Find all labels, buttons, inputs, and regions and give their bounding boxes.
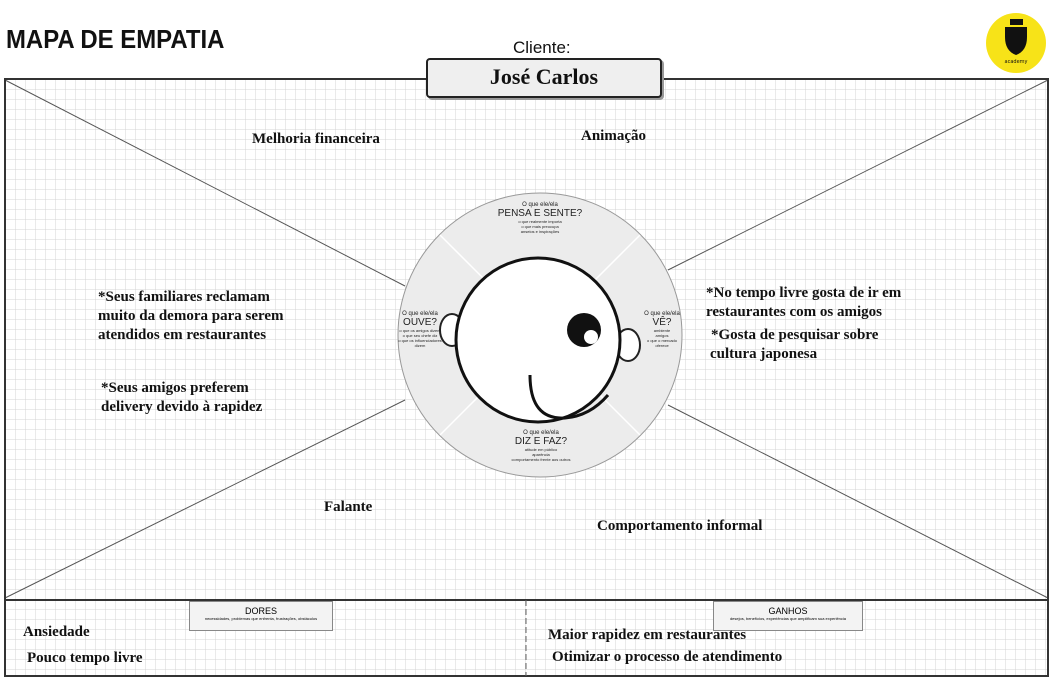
thinks-heading: PENSA E SENTE? (497, 208, 583, 219)
thinks-prefix: O que ele/ela (522, 202, 558, 208)
gains-heading: GANHOS (768, 606, 808, 616)
gain-item: Maior rapidez em restaurantes (548, 627, 747, 643)
pains-subtitle: necessidades, problemas que enfrenta, fr… (204, 616, 318, 621)
hears-line: o que os influenciadores dizem (398, 338, 442, 348)
note-melhoria: Melhoria financeira (252, 131, 380, 147)
pains-heading: DORES (244, 606, 277, 616)
client-label: Cliente: (513, 38, 571, 57)
face-icon (439, 256, 641, 424)
says-does-label: O que ele/ela DIZ E FAZ? atitude em públ… (486, 430, 596, 462)
hears-prefix: O que ele/ela (402, 311, 438, 317)
diagonal-lines (4, 79, 1049, 599)
hears-line: o que os amigos dizem (399, 328, 441, 333)
note-sees-2: *Gosta de pesquisar sobre cultura japone… (710, 327, 879, 362)
sees-heading: VÊ? (652, 317, 672, 328)
says-line: aparência (532, 452, 550, 457)
sees-line: o que o mercado oferece (646, 338, 678, 348)
note-comportamento: Comportamento informal (597, 518, 763, 534)
note-animacao: Animação (581, 128, 646, 144)
gain-item: Otimizar o processo de atendimento (552, 649, 783, 665)
thinks-line: o que mais preocupa (521, 224, 559, 229)
logo-text: academy (1005, 59, 1028, 65)
hears-line: o que seu chefe diz (402, 333, 438, 338)
sees-line: amigos (655, 333, 669, 338)
dt-academy-logo-icon: academy (986, 13, 1046, 73)
sees-label: O que ele/ela VÊ? ambiente amigos o que … (640, 311, 684, 348)
thinks-feels-label: O que ele/ela PENSA E SENTE? o que realm… (480, 202, 600, 234)
note-falante: Falante (324, 499, 373, 515)
sees-line: ambiente (653, 328, 671, 333)
note-hears-1: *Seus familiares reclamam muito da demor… (98, 289, 284, 343)
says-line: atitude em público (524, 447, 558, 452)
says-line: comportamento frente aos outros (511, 457, 571, 462)
note-sees-1: *No tempo livre gosta de ir em restauran… (706, 285, 902, 320)
gains-subtitle: desejos, benefícios, experiências que am… (729, 616, 847, 621)
sees-prefix: O que ele/ela (644, 311, 680, 317)
says-heading: DIZ E FAZ? (514, 436, 568, 447)
client-name-box: José Carlos (426, 58, 662, 98)
pains-header: DORES necessidades, problemas que enfren… (189, 601, 333, 631)
pain-item: Pouco tempo livre (27, 650, 143, 666)
thinks-line: o que realmente importa (518, 219, 562, 224)
says-prefix: O que ele/ela (523, 430, 559, 436)
hears-label: O que ele/ela OUVE? o que os amigos dize… (396, 311, 444, 348)
pain-item: Ansiedade (23, 624, 90, 640)
gains-header: GANHOS desejos, benefícios, experiências… (713, 601, 863, 631)
thinks-line: anseios e inspirações (520, 229, 560, 234)
page-title: MAPA DE EMPATIA (6, 24, 225, 54)
note-hears-2: *Seus amigos preferem delivery devido à … (101, 380, 263, 415)
hears-heading: OUVE? (403, 317, 437, 328)
